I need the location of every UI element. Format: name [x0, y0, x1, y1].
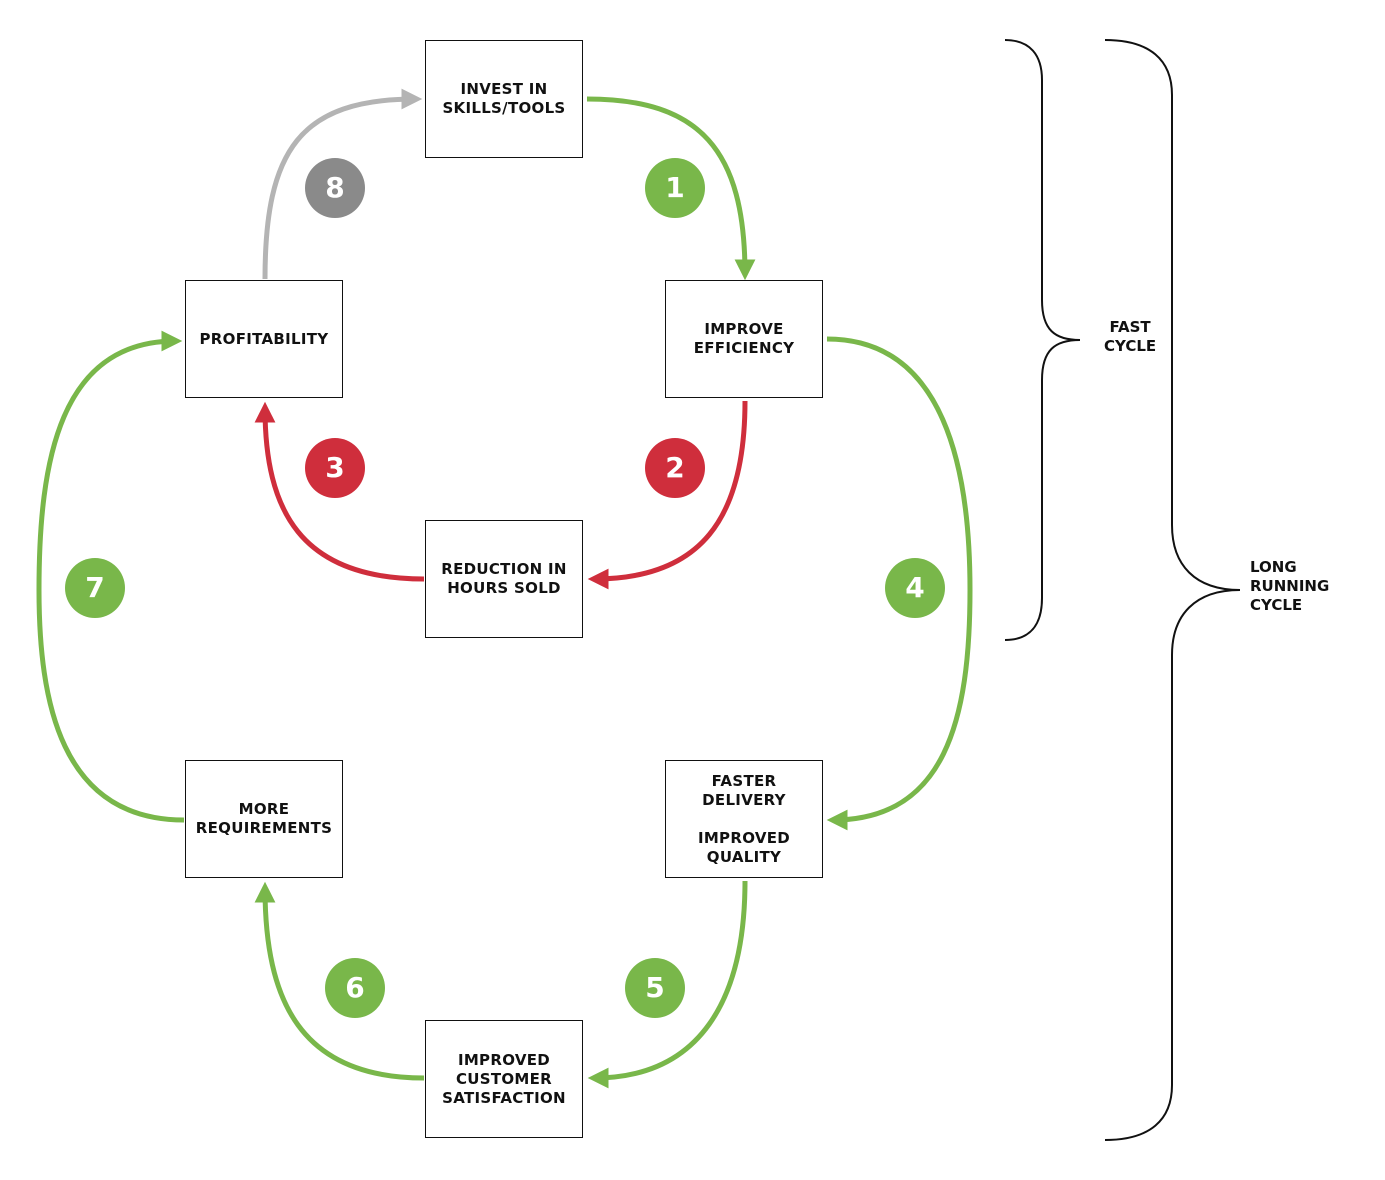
arrow-step-5 [587, 880, 748, 1089]
arrow-step-3 [254, 401, 425, 582]
node-label-line: CUSTOMER [455, 1069, 553, 1088]
node-label-line: REQUIREMENTS [195, 819, 333, 837]
node-improved-customer-satisfaction[interactable]: IMPROVED CUSTOMER SATISFACTION [425, 1020, 583, 1138]
node-more-requirements[interactable]: MORE REQUIREMENTS [185, 760, 343, 878]
step-badge-6: 6 [325, 958, 385, 1018]
step-badge-7: 7 [65, 558, 125, 618]
node-label-line: REDUCTION IN [441, 560, 567, 578]
node-profitability[interactable]: PROFITABILITY [185, 280, 343, 398]
brace-label-line: RUNNING [1250, 577, 1330, 595]
node-label-line: QUALITY [706, 847, 782, 866]
brace-label-line: CYCLE [1250, 596, 1303, 614]
node-label-line: DELIVERY [702, 790, 786, 809]
arrow-step-4 [826, 336, 973, 831]
step-badge-1: 1 [645, 158, 705, 218]
node-label-line: FASTER [711, 771, 777, 790]
step-badge-3: 3 [305, 438, 365, 498]
node-reduction-in-hours-sold[interactable]: REDUCTION IN HOURS SOLD [425, 520, 583, 638]
step-badge-4: 4 [885, 558, 945, 618]
node-label-line: PROFITABILITY [199, 329, 329, 348]
node-faster-delivery-improved-quality[interactable]: FASTER DELIVERY IMPROVED QUALITY [665, 760, 823, 878]
node-label-line: SATISFACTION [442, 1088, 566, 1107]
step-badge-5: 5 [625, 958, 685, 1018]
step-badge-2: 2 [645, 438, 705, 498]
fast-cycle-brace [1004, 39, 1081, 641]
brace-label-line: LONG [1250, 558, 1297, 576]
arrow-step-8 [262, 88, 423, 280]
long-cycle-brace [1104, 39, 1241, 1141]
node-label-line: EFFICIENCY [693, 339, 795, 357]
node-label-line: MORE [238, 800, 290, 818]
node-label-line: IMPROVED [457, 1050, 551, 1069]
node-label-line: IMPROVED [697, 828, 791, 847]
node-label-line: INVEST IN [460, 80, 548, 98]
fast-cycle-label: FAST CYCLE [1104, 318, 1156, 356]
step-badge-8: 8 [305, 158, 365, 218]
long-running-cycle-label: LONG RUNNING CYCLE [1250, 558, 1329, 615]
arrow-step-2 [587, 400, 748, 590]
arrow-step-1 [586, 96, 756, 281]
node-label-line: IMPROVE [704, 320, 784, 338]
arrow-step-6 [254, 881, 425, 1081]
arrow-step-7 [36, 330, 185, 823]
node-label-line: HOURS SOLD [447, 579, 561, 597]
brace-label-line: FAST [1109, 318, 1151, 336]
brace-label-line: CYCLE [1104, 337, 1157, 355]
node-label-line: SKILLS/TOOLS [442, 99, 566, 117]
node-improve-efficiency[interactable]: IMPROVE EFFICIENCY [665, 280, 823, 398]
node-invest-skills-tools[interactable]: INVEST IN SKILLS/TOOLS [425, 40, 583, 158]
